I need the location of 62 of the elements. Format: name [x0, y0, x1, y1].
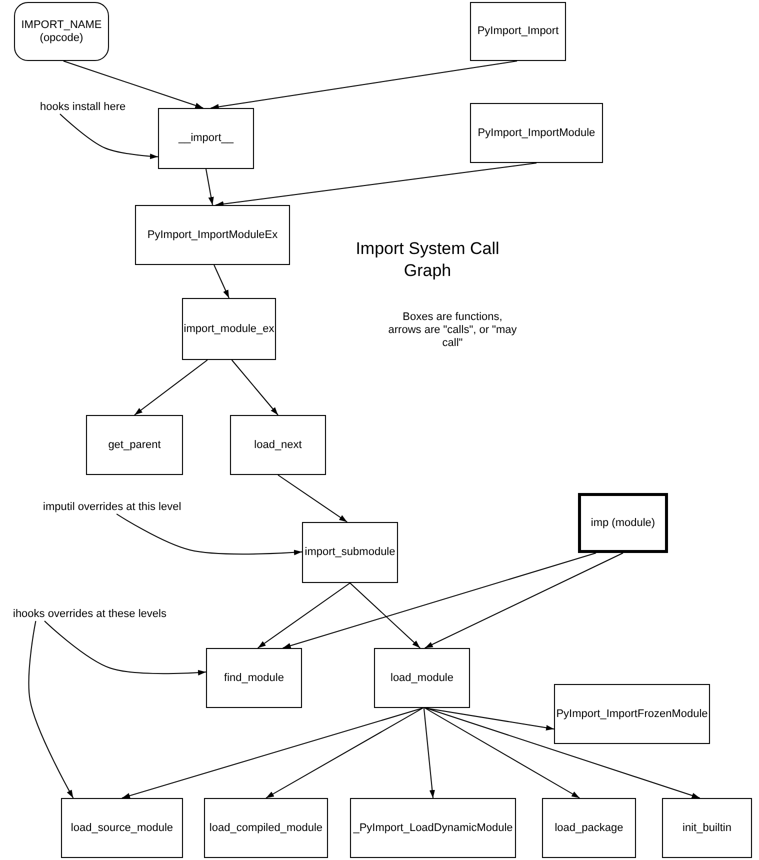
- arrow: [282, 552, 596, 648]
- function-name: get_parent: [107, 438, 162, 452]
- curved-arrow: [116, 514, 302, 556]
- function-box: [350, 798, 516, 858]
- function-name: _PyImport_LoadDynamicModule: [352, 822, 514, 834]
- function-name: PyImport_ImportModuleEx: [146, 228, 279, 242]
- function-name: load_source_module: [70, 822, 174, 834]
- function-name: load_next: [253, 438, 303, 452]
- function-name: load_compiled_module: [208, 822, 324, 834]
- curved-arrow: [44, 620, 206, 676]
- function-name: import_submodule: [304, 546, 396, 559]
- function-box: [662, 798, 752, 858]
- arrow: [425, 708, 700, 798]
- function-box: [135, 205, 290, 265]
- arrow: [424, 552, 624, 648]
- function-name: import_module_ex: [182, 322, 276, 336]
- arrow: [215, 162, 537, 207]
- function-name: PyImport_ImportModule: [476, 126, 596, 140]
- function-box: [374, 648, 470, 708]
- annotation-text: imputil overrides at this level: [43, 500, 182, 514]
- note-text: Boxes are functions, arrows are "calls", or "may call": [387, 311, 518, 350]
- arrow: [266, 708, 424, 798]
- function-name: find_module: [223, 672, 285, 684]
- function-name: PyImport_Import: [476, 25, 560, 38]
- arrow: [257, 582, 350, 648]
- rounded-box: [14, 2, 109, 61]
- arrow: [214, 264, 230, 298]
- function-box: [554, 684, 710, 744]
- arrow: [350, 582, 421, 648]
- function-box: [206, 648, 302, 708]
- arrow: [134, 360, 208, 416]
- arrow: [424, 708, 580, 798]
- arrow: [206, 168, 214, 206]
- curved-arrow: [60, 114, 158, 160]
- function-name: init_builtin: [682, 822, 732, 834]
- function-name: imp (module): [590, 516, 656, 530]
- arrow: [210, 60, 518, 110]
- arrow: [62, 60, 204, 108]
- function-box: [158, 108, 254, 169]
- annotation-text: hooks install here: [40, 100, 126, 114]
- diagram-title: Import System Call Graph: [354, 238, 500, 282]
- arrow: [122, 708, 424, 798]
- function-box: [204, 798, 328, 858]
- function-box: [182, 298, 276, 360]
- curved-arrow: [28, 620, 74, 798]
- arrow: [423, 708, 435, 798]
- function-box: [542, 798, 636, 858]
- function-box: [302, 522, 398, 583]
- function-name: IMPORT_NAME (opcode): [20, 18, 103, 44]
- arrow: [231, 360, 278, 416]
- function-name: load_module: [390, 672, 454, 684]
- function-box: [230, 415, 326, 475]
- function-box: [86, 415, 183, 475]
- function-box: [470, 2, 566, 61]
- function-box: [470, 103, 603, 163]
- function-box: [578, 493, 668, 553]
- arrow: [278, 474, 348, 522]
- function-name: __import__: [177, 132, 235, 145]
- function-name: load_package: [554, 822, 624, 834]
- function-box: [61, 798, 183, 858]
- function-name: PyImport_ImportFrozenModule: [555, 708, 709, 720]
- annotation-text: ihooks overrides at these levels: [13, 607, 166, 621]
